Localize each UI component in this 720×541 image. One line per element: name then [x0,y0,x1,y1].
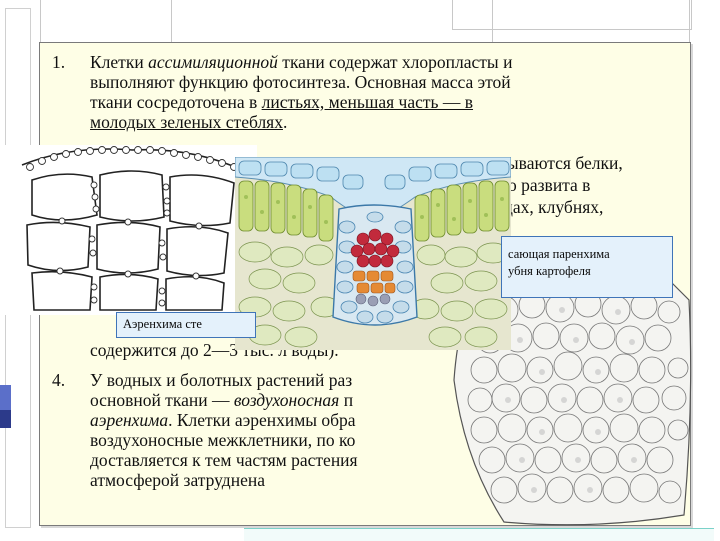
item2-fragment-2: о развита в [508,175,591,195]
aerenchyma-caption: Аэренхима сте [116,312,256,338]
item2-fragment-1: дываются белки, [498,153,623,173]
item2-fragment-3: дах, клубнях, [504,197,604,217]
item4-line-2: основной ткани — воздухоносная п [90,390,354,410]
list-item-4: 4. У водных и болотных растений раз осно… [52,370,472,490]
leaf-section-image [235,157,511,350]
accent-stripe-dark [0,410,11,428]
item1-line-4: молодых зеленых стеблях. [90,112,288,132]
item1-line-1: Клетки ассимиляционной ткани содержат хл… [90,52,513,72]
leaf-cross-section-illustration-icon [235,157,511,350]
item4-line-4: воздухоносные межклетники, по ко [90,430,356,450]
bottom-strip [244,528,714,541]
list-item-1: 1. Клетки ассимиляционной ткани содержат… [52,52,692,132]
accent-stripe-light [0,385,11,411]
item1-line-3: ткани сосредоточена в листьях, меньшая ч… [90,92,474,112]
item4-line-5: доставляется к тем частям растения [90,450,358,470]
item4-line-3: аэренхима. Клетки аэренхимы обра [90,410,356,430]
list-number: 4. [52,370,66,390]
top-frame-right [452,0,692,30]
list-number: 1. [52,52,66,72]
item1-line-2: выполняют функцию фотосинтеза. Основная … [90,72,511,92]
caption-line-1: сающая паренхима [508,247,610,261]
aerenchyma-micrograph-icon [2,145,257,315]
item4-line-1: У водных и болотных растений раз [90,370,353,390]
storage-parenchyma-caption: сающая паренхима убня картофеля [501,236,673,298]
aerenchyma-image [2,145,257,315]
item4-line-6: атмосферой затруднена [90,470,265,490]
caption-line-2: убня картофеля [508,264,591,278]
top-frame-inner [171,0,493,46]
